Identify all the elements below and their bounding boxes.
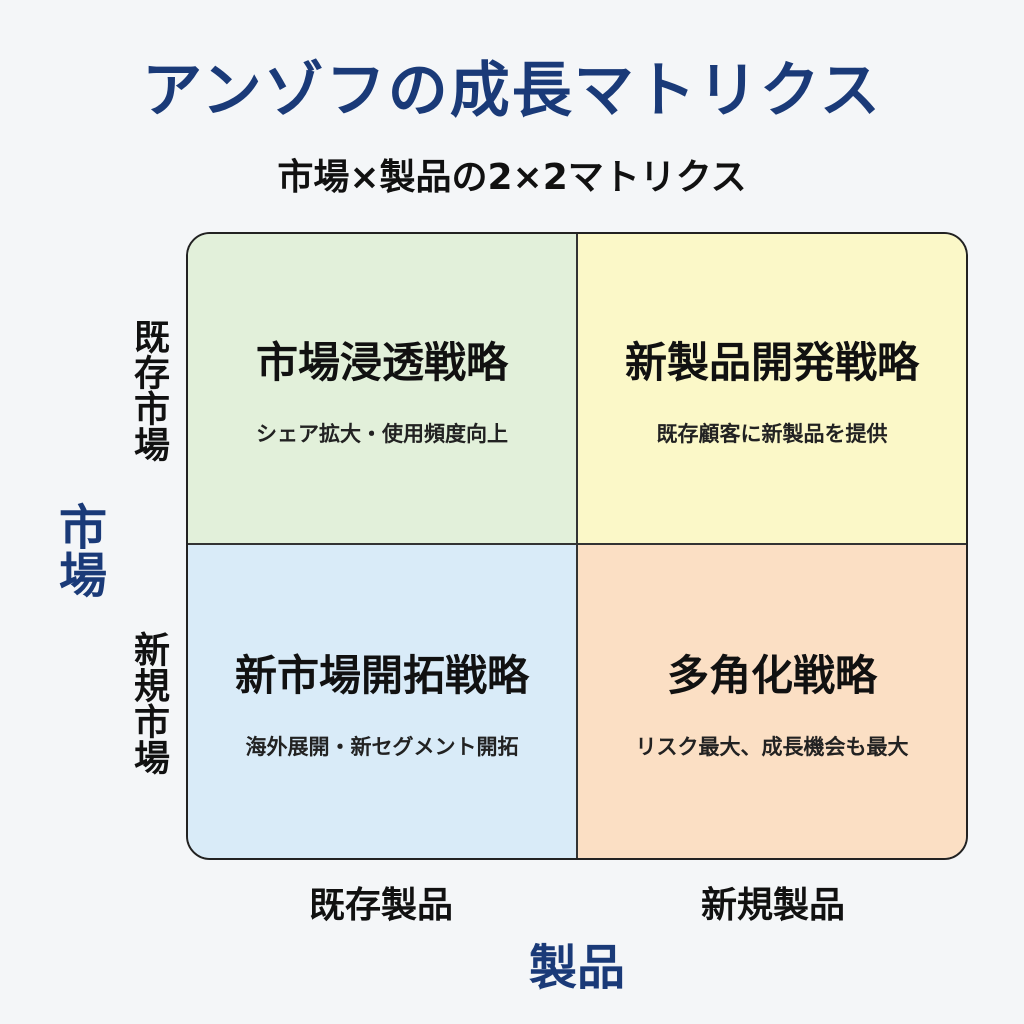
quadrant-description: 既存顧客に新製品を提供 <box>656 422 888 446</box>
quadrant-market-penetration: 市場浸透戦略 シェア拡大・使用頻度向上 <box>188 234 578 545</box>
page-subtitle: 市場×製品の2×2マトリクス <box>277 157 747 198</box>
row-label-existing-market: 既存市場 <box>128 318 169 462</box>
quadrant-title: 市場浸透戦略 <box>255 338 508 387</box>
column-label-existing-product: 既存製品 <box>308 885 453 926</box>
product-axis-label: 製品 <box>528 940 625 996</box>
column-label-new-product: 新規製品 <box>700 885 845 926</box>
quadrant-diversification: 多角化戦略 リスク最大、成長機会も最大 <box>578 545 966 858</box>
market-axis-label: 市場 <box>50 502 106 598</box>
quadrant-title: 新製品開発戦略 <box>624 338 919 387</box>
page-title: アンゾフの成長マトリクス <box>142 56 882 126</box>
quadrant-title: 新市場開拓戦略 <box>234 651 529 700</box>
quadrant-description: シェア拡大・使用頻度向上 <box>256 422 508 446</box>
quadrant-description: 海外展開・新セグメント開拓 <box>245 735 519 759</box>
ansoff-matrix: 市場浸透戦略 シェア拡大・使用頻度向上 新製品開発戦略 既存顧客に新製品を提供 … <box>186 232 968 860</box>
quadrant-description: リスク最大、成長機会も最大 <box>635 735 909 759</box>
quadrant-market-development: 新市場開拓戦略 海外展開・新セグメント開拓 <box>188 545 578 858</box>
quadrant-title: 多角化戦略 <box>666 651 877 700</box>
quadrant-product-development: 新製品開発戦略 既存顧客に新製品を提供 <box>578 234 966 545</box>
row-label-new-market: 新規市場 <box>128 631 169 775</box>
